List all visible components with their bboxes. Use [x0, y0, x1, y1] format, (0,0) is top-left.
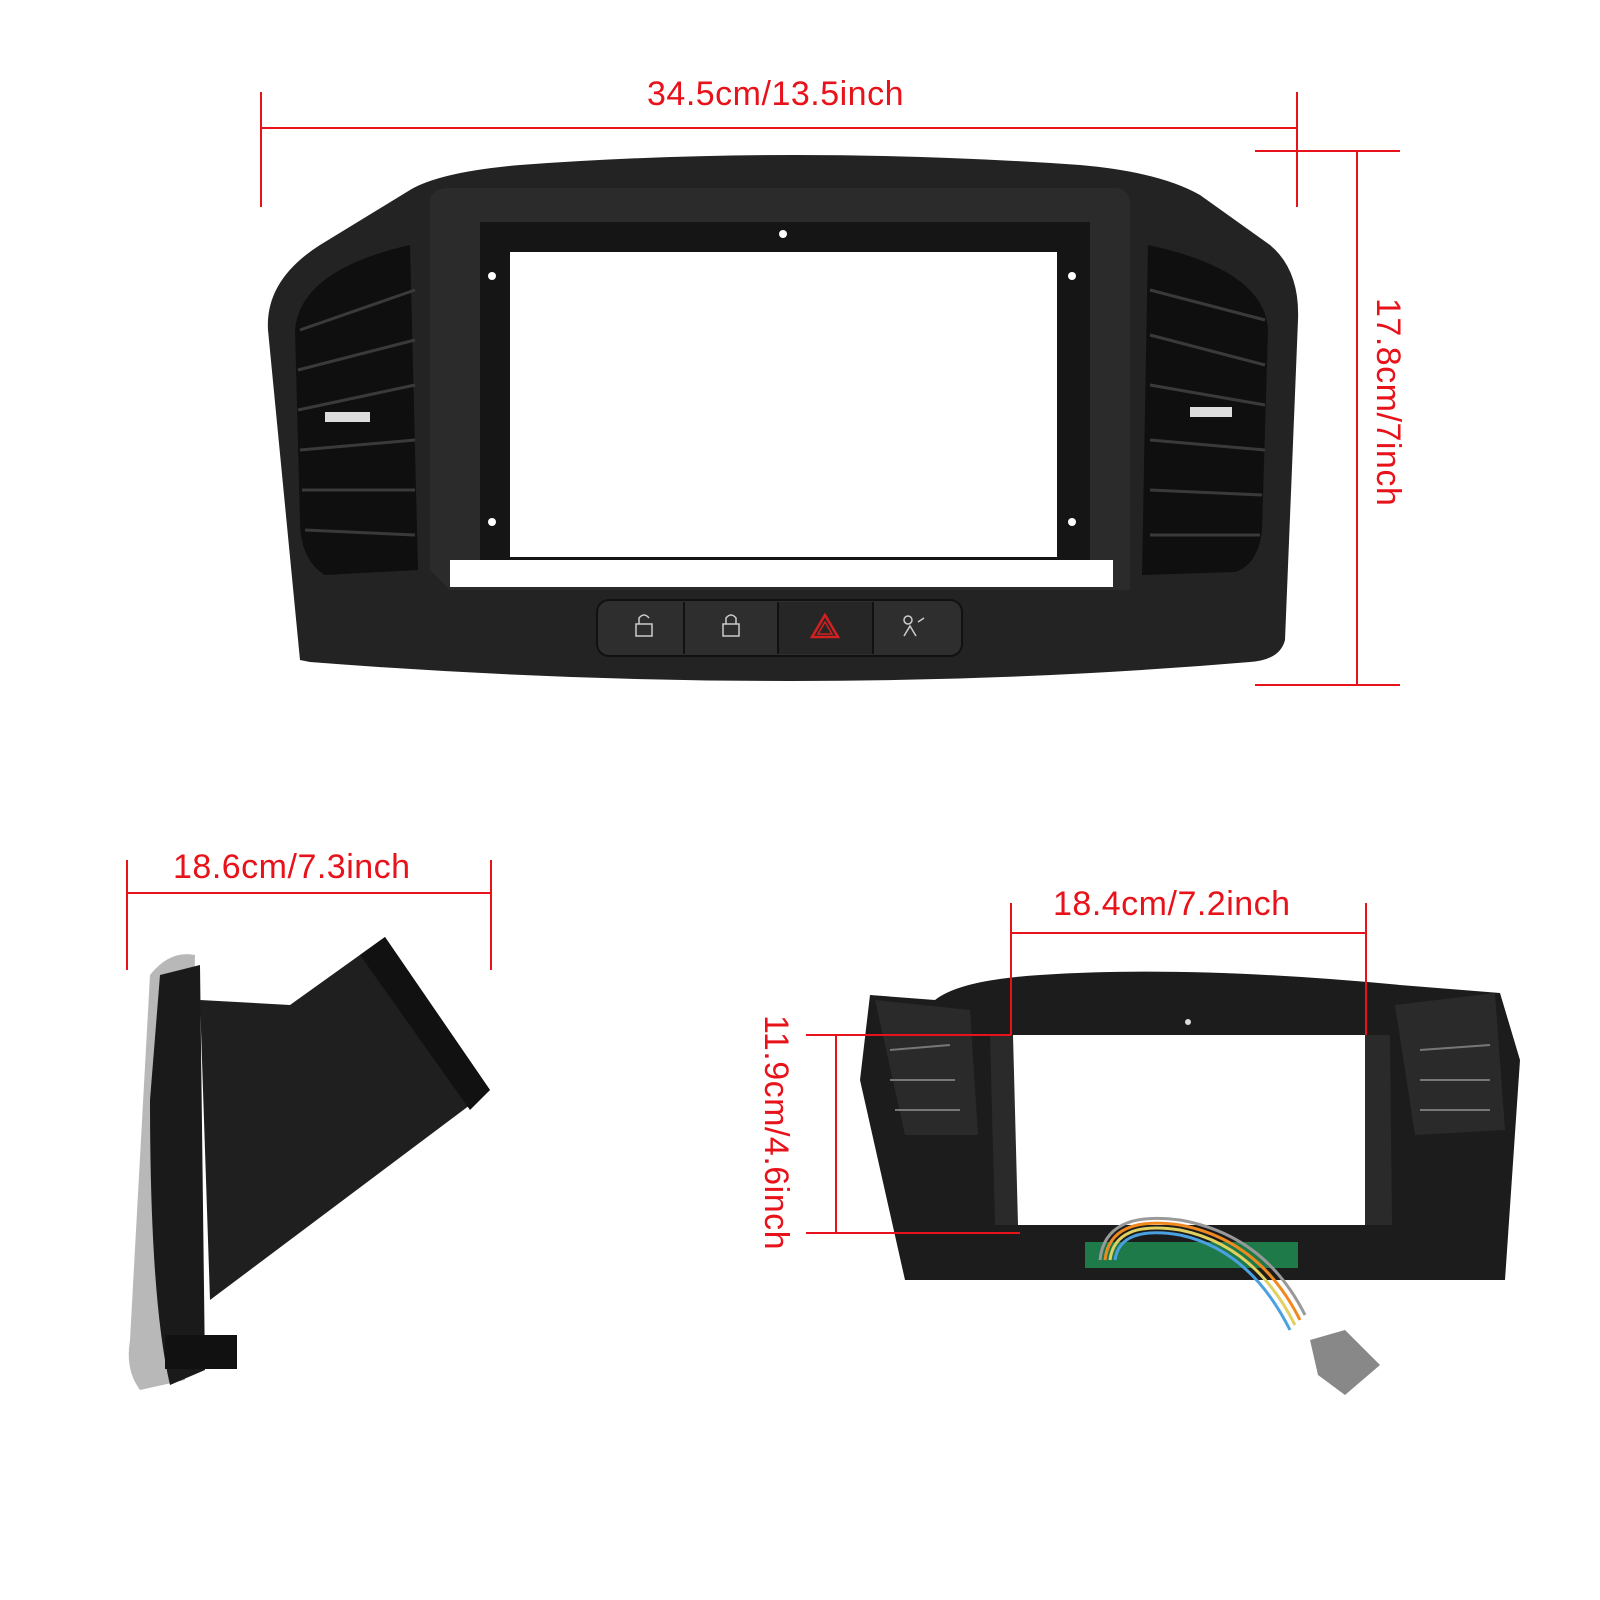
right-air-vent [1142, 245, 1268, 575]
airbag-off-icon [903, 615, 913, 625]
hazard-button[interactable] [809, 612, 841, 639]
front-width-label: 34.5cm/13.5inch [647, 75, 904, 113]
side-depth-label: 18.6cm/7.3inch [173, 848, 411, 886]
front-dimension-lines [260, 92, 1400, 686]
unlock-button[interactable] [635, 614, 653, 637]
lock-icon [725, 614, 737, 624]
left-air-vent [295, 245, 418, 575]
screen-opening [510, 252, 1057, 557]
back-dimension-lines [806, 903, 1367, 1234]
lock-button[interactable] [722, 614, 740, 637]
back-view [860, 971, 1520, 1395]
wire-harness [1098, 1216, 1307, 1331]
hazard-icon [809, 612, 841, 639]
unlock-icon [638, 614, 650, 624]
side-view [128, 937, 490, 1390]
side-dimension-lines [126, 860, 492, 970]
front-frame [267, 155, 1299, 681]
airbag-button[interactable] [903, 615, 925, 637]
screen-width-label: 18.4cm/7.2inch [1053, 885, 1291, 923]
screen-height-label: 11.9cm/4.6inch [757, 1015, 795, 1251]
front-height-label: 17.8cm/7inch [1369, 298, 1407, 507]
connector-plug [1310, 1330, 1380, 1395]
button-strip [596, 599, 963, 657]
screen-opening-back [1013, 1035, 1365, 1225]
